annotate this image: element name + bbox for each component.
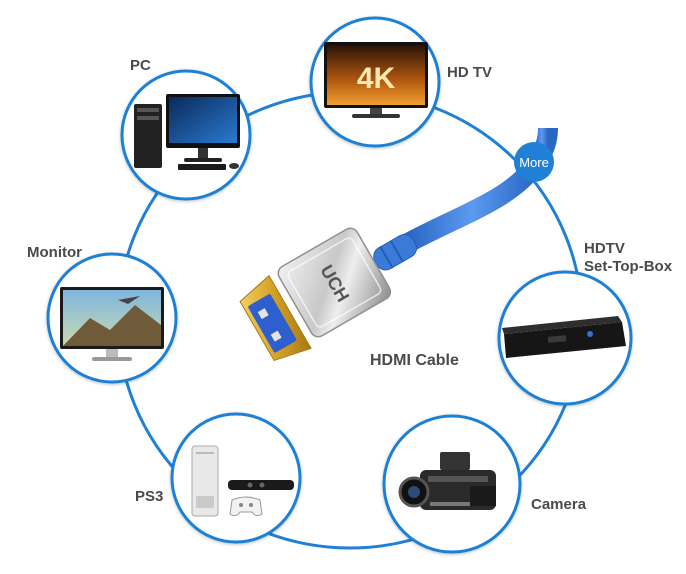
label-pc: PC — [130, 57, 151, 74]
node-set-top-box — [497, 270, 633, 406]
monitor-icon — [60, 287, 164, 361]
desktop-pc-icon — [134, 94, 240, 170]
more-badge-label: More — [519, 155, 549, 170]
more-badge[interactable]: More — [514, 142, 554, 182]
hdtv-4k-badge: 4K — [357, 62, 396, 95]
node-camera — [382, 414, 522, 554]
label-hd-tv: HD TV — [447, 64, 492, 81]
label-set-top-box: HDTV Set-Top-Box — [584, 240, 672, 276]
node-ps3 — [170, 412, 302, 544]
camcorder-icon — [398, 452, 496, 510]
set-top-box-icon — [502, 316, 626, 358]
node-pc — [120, 69, 252, 201]
node-monitor — [46, 252, 178, 384]
label-ps3: PS3 — [135, 488, 164, 505]
label-hdmi-cable: HDMI Cable — [370, 352, 459, 369]
label-monitor: Monitor — [27, 244, 82, 261]
label-camera: Camera — [531, 496, 587, 513]
hdtv-icon: 4K — [324, 42, 428, 118]
label-set-top-box-line1: HDTV — [584, 240, 625, 257]
label-set-top-box-line2: Set-Top-Box — [584, 258, 673, 275]
node-hd-tv: 4K — [309, 16, 441, 148]
game-console-icon — [191, 445, 294, 517]
